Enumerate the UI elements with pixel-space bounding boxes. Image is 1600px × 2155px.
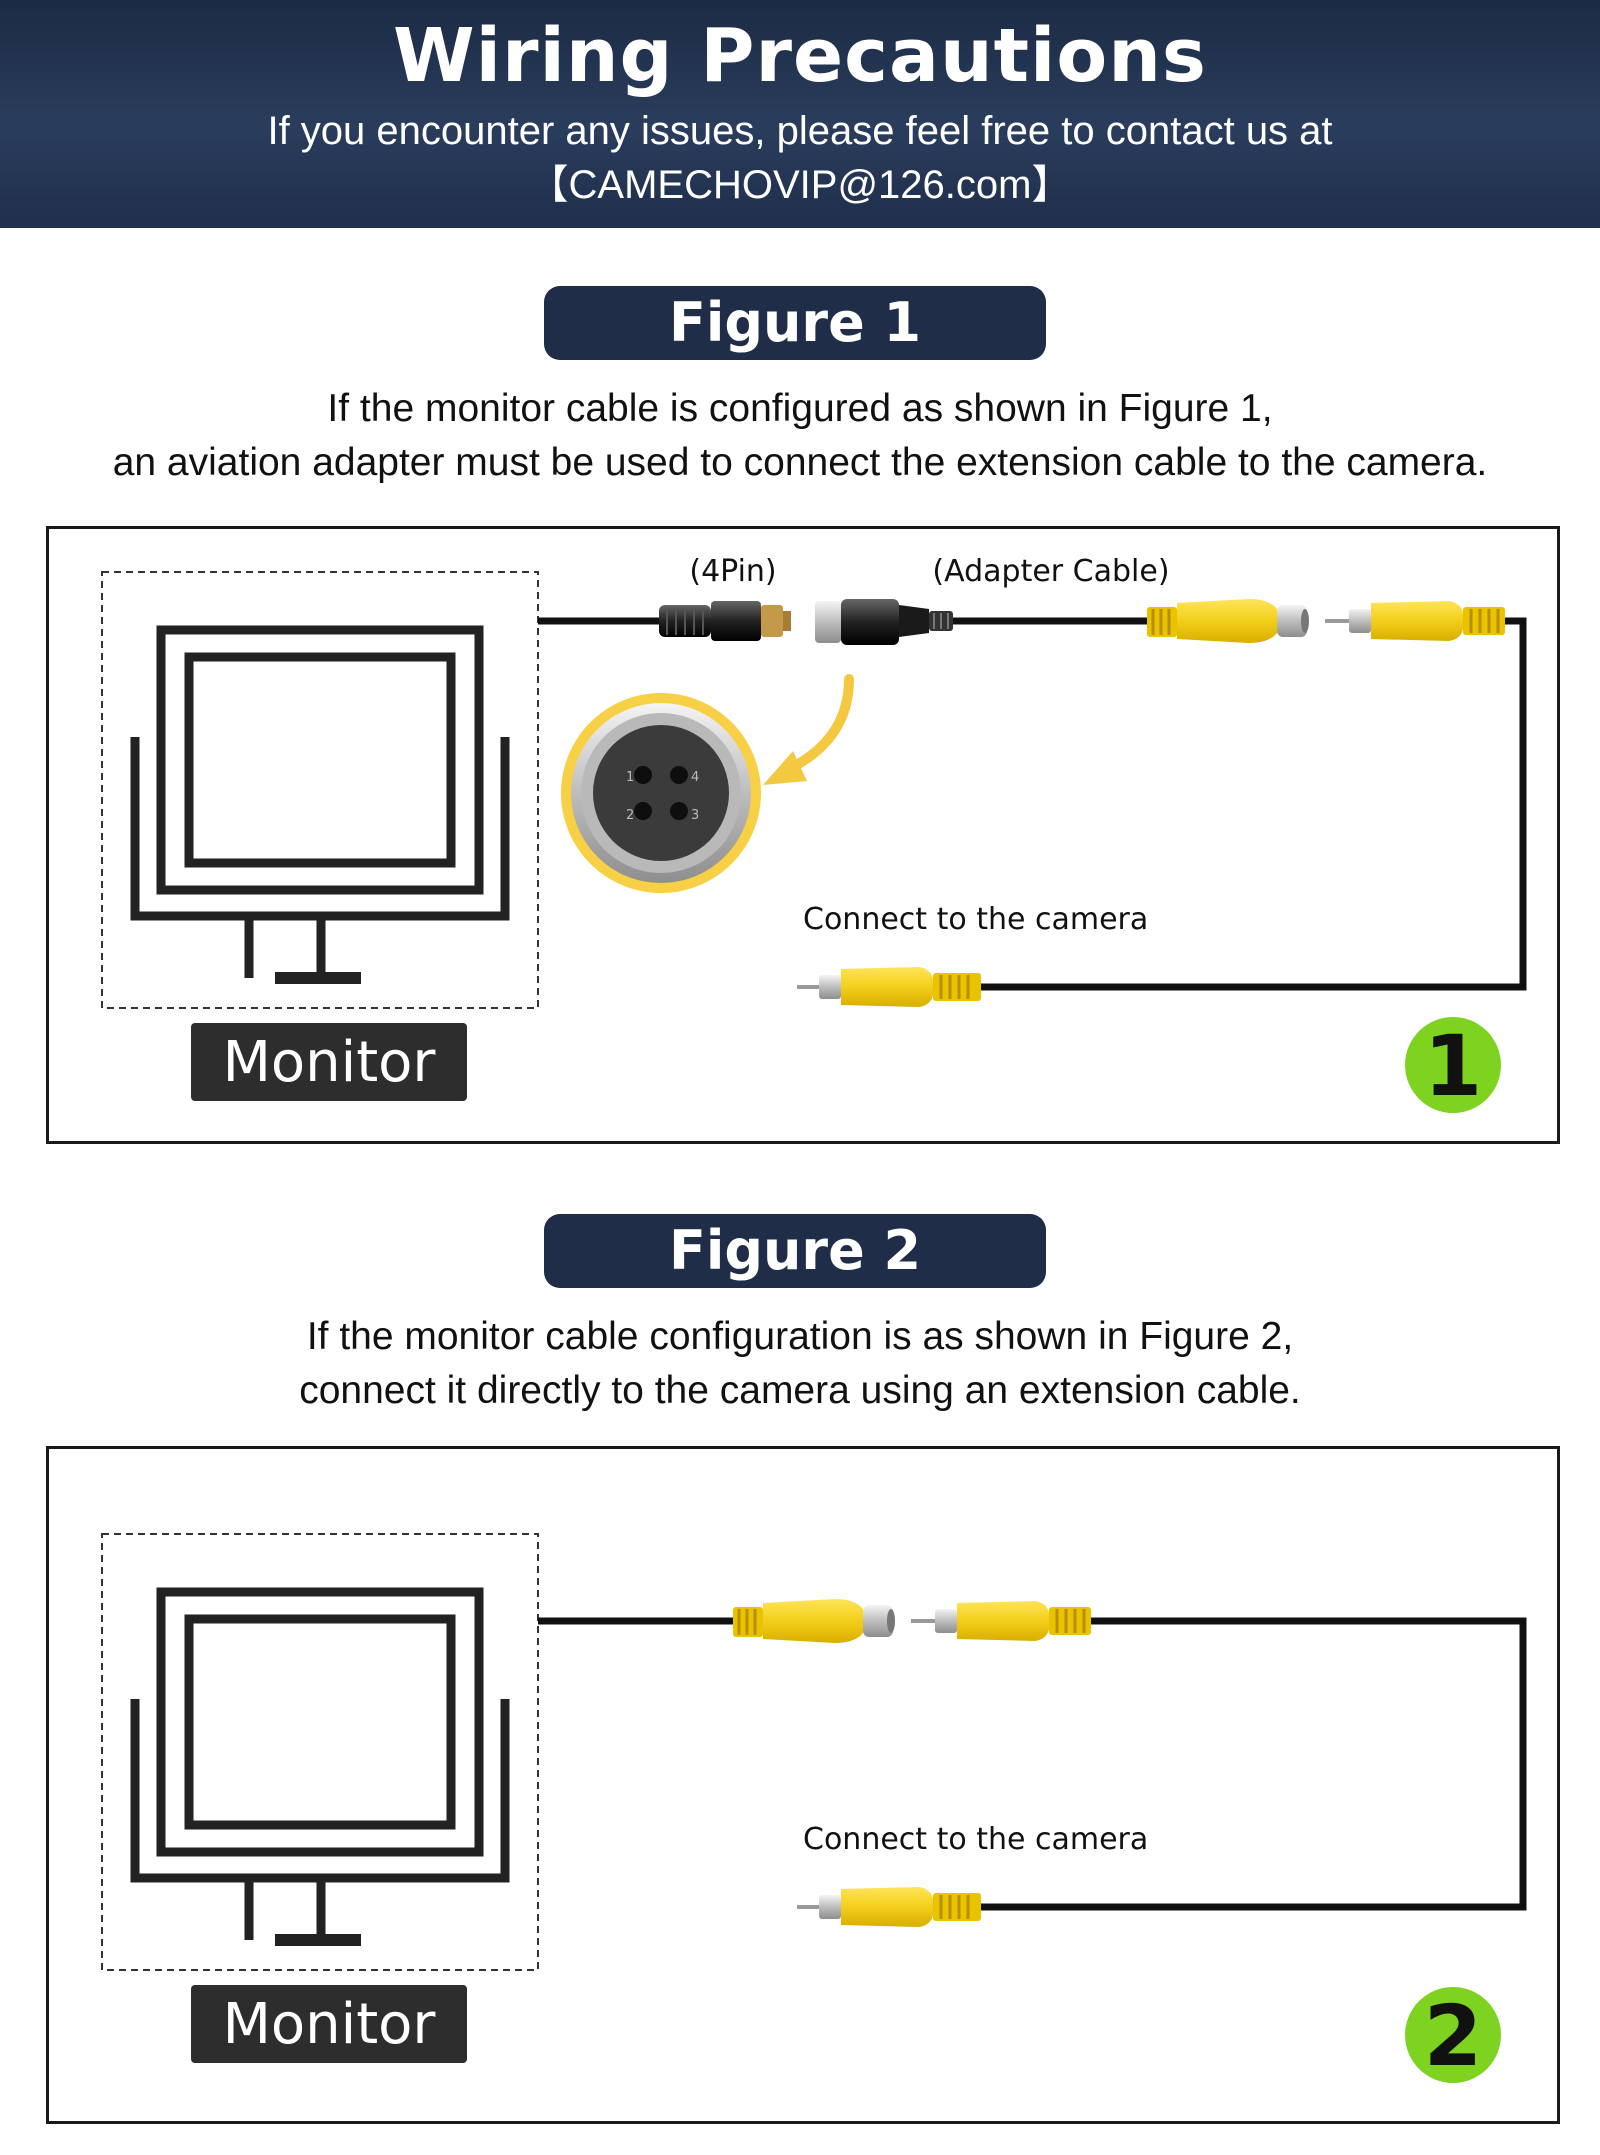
header-subtitle: If you encounter any issues, please feel… <box>267 109 1333 153</box>
figure-2-badge: Figure 2 <box>544 1214 1046 1288</box>
camera-label: Connect to the camera <box>803 1822 1148 1857</box>
monitor-dashed-frame <box>101 1533 539 1971</box>
monitor-label: Monitor <box>223 1030 437 1095</box>
figure-2-desc-line2: connect it directly to the camera using … <box>299 1369 1301 1412</box>
rca-female-connector <box>733 1599 895 1643</box>
figure-1-diagram: Monitor <box>101 554 1527 1115</box>
figure-1-desc-line2: an aviation adapter must be used to conn… <box>112 441 1488 484</box>
monitor-label: Monitor <box>223 1992 437 2057</box>
pin-number-3: 3 <box>691 808 699 823</box>
monitor-label-box <box>191 1023 467 1101</box>
figure-1-panel: Monitor <box>46 526 1560 1144</box>
figure-2-desc-line1: If the monitor cable configuration is as… <box>306 1315 1294 1358</box>
adapter-cable-label: (Adapter Cable) <box>932 554 1169 589</box>
monitor-dashed-frame <box>101 571 539 1009</box>
pin-number-2: 2 <box>626 808 634 823</box>
figure-2-panel: Monitor <box>46 1446 1560 2124</box>
aviation-male-connector <box>659 601 791 641</box>
monitor-label-box <box>191 1985 467 2063</box>
rca-female-connector <box>1147 599 1309 643</box>
rca-male-connector-top <box>911 1601 1091 1641</box>
extension-cable <box>981 617 1527 991</box>
aviation-female-adapter <box>815 599 953 645</box>
figure-1-badge: Figure 1 <box>544 286 1046 360</box>
pin-face-zoom: 1 2 3 4 <box>561 693 761 893</box>
figure-1-desc-line1: If the monitor cable is configured as sh… <box>327 387 1273 430</box>
rca-male-connector-camera <box>797 967 981 1007</box>
figure-2-number: 2 <box>1424 1987 1482 2085</box>
camera-label: Connect to the camera <box>803 902 1148 937</box>
rca-male-connector-camera <box>797 1887 981 1927</box>
figure-1-number-badge <box>1405 1017 1501 1113</box>
contact-email[interactable]: 【CAMECHOVIP@126.com】 <box>528 163 1072 207</box>
monitor-icon <box>130 1587 510 1946</box>
pin-number-1: 1 <box>626 770 634 785</box>
pointer-arrow <box>784 674 854 774</box>
pointer-arrow-head <box>763 751 807 785</box>
page-header: Wiring Precautions If you encounter any … <box>0 0 1600 228</box>
page-title: Wiring Precautions <box>393 13 1207 99</box>
figure-2-number-badge <box>1405 1987 1501 2083</box>
monitor-icon <box>130 625 510 984</box>
figure-1-number: 1 <box>1424 1017 1482 1115</box>
pin-number-4: 4 <box>691 770 699 785</box>
rca-male-connector-top <box>1325 601 1505 641</box>
figure-2-diagram: Monitor <box>101 1533 1527 2085</box>
extension-cable <box>981 1617 1527 1911</box>
pin-label: (4Pin) <box>689 554 776 589</box>
